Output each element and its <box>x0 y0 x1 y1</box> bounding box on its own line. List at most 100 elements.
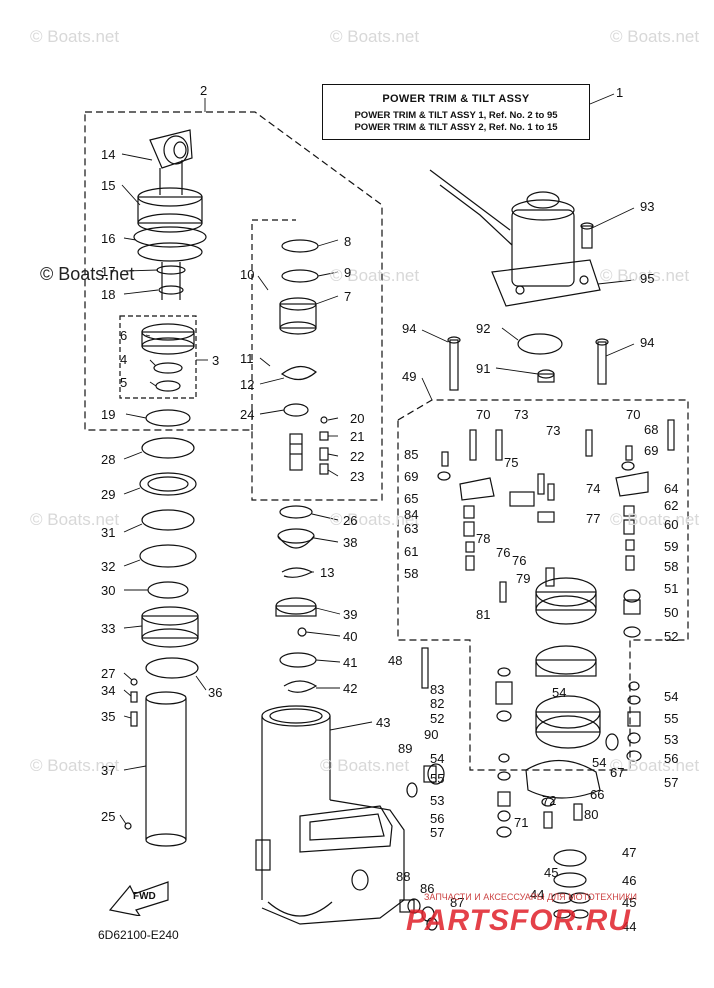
callout: 16 <box>101 231 116 246</box>
callout: 52 <box>664 629 679 644</box>
callout: 28 <box>101 452 116 467</box>
watermark: © Boats.net <box>330 266 420 285</box>
callout: 45 <box>622 895 637 910</box>
callout: 94 <box>640 335 655 350</box>
callout: 65 <box>404 491 419 506</box>
filter-91 <box>537 369 555 383</box>
watermark: © Boats.net <box>610 510 700 529</box>
callout: 14 <box>101 147 116 162</box>
callout: 31 <box>101 525 116 540</box>
callout: 50 <box>664 605 679 620</box>
callout: 13 <box>320 565 335 580</box>
callout: 25 <box>101 809 116 824</box>
callout: 89 <box>398 741 413 756</box>
callout: 36 <box>208 685 223 700</box>
callout: 80 <box>584 807 599 822</box>
pump-assembly-boundary-49 <box>397 399 689 771</box>
seal-47 <box>553 849 587 867</box>
o-ring-8 <box>281 239 319 253</box>
watermark-dark: © Boats.net <box>40 264 135 284</box>
callout: 27 <box>101 666 116 681</box>
callout: 63 <box>404 521 419 536</box>
fwd-label: FWD <box>133 891 156 902</box>
callout: 47 <box>622 845 637 860</box>
watermark: © Boats.net <box>610 27 700 46</box>
bolt-93 <box>580 222 594 249</box>
callout: 40 <box>343 629 358 644</box>
callout: 86 <box>420 881 435 896</box>
callout: 76 <box>512 553 527 568</box>
callout: 42 <box>343 681 358 696</box>
callout: 10 <box>240 267 255 282</box>
callout: 70 <box>626 407 641 422</box>
title-line-1: POWER TRIM & TILT ASSY 1, Ref. No. 2 to … <box>354 110 558 121</box>
callout: 26 <box>343 513 358 528</box>
callout: 54 <box>552 685 567 700</box>
o-ring-31 <box>141 509 195 531</box>
callout: 58 <box>664 559 679 574</box>
callout: 62 <box>664 498 679 513</box>
o-ring-19 <box>145 409 191 427</box>
watermark: © Boats.net <box>600 266 690 285</box>
callout: 43 <box>376 715 391 730</box>
callout: 54 <box>592 755 607 770</box>
o-ring-92 <box>517 333 563 355</box>
callout: 4 <box>120 352 128 367</box>
callout: 6 <box>120 328 128 343</box>
title-line-2: POWER TRIM & TILT ASSY 2, Ref. No. 1 to … <box>354 122 558 133</box>
callout: 45 <box>544 865 559 880</box>
assembly-boundary-2 <box>84 111 383 501</box>
callout: 70 <box>476 407 491 422</box>
cylinder-cap-33 <box>141 606 199 648</box>
callout: 2 <box>200 83 208 98</box>
bolt-94-right <box>595 338 609 385</box>
watermark: © Boats.net <box>330 27 420 46</box>
callout: 78 <box>476 531 491 546</box>
callout: 56 <box>430 811 445 826</box>
callout: 93 <box>640 199 655 214</box>
o-ring-32 <box>139 544 197 568</box>
gear-plate <box>535 645 597 677</box>
callout: 81 <box>476 607 491 622</box>
free-piston-37 <box>145 691 187 847</box>
pump-body-50 <box>535 577 597 625</box>
o-ring-26 <box>279 505 313 519</box>
title-box: POWER TRIM & TILT ASSY POWER TRIM & TILT… <box>322 84 590 140</box>
callout: 79 <box>516 571 531 586</box>
watermark: © Boats.net <box>30 27 120 46</box>
callout: 24 <box>240 407 255 422</box>
callout: 72 <box>542 793 557 808</box>
callout: 51 <box>664 581 679 596</box>
watermark: © Boats.net <box>320 756 410 775</box>
callout: 68 <box>644 422 659 437</box>
callout: 11 <box>240 351 254 366</box>
callout: 20 <box>350 411 365 426</box>
piston-39 <box>275 597 317 617</box>
callout: 7 <box>344 289 352 304</box>
valve-block-65 <box>459 477 495 501</box>
callout: 55 <box>430 771 445 786</box>
o-ring-9 <box>281 269 319 283</box>
valve-12 <box>280 365 317 381</box>
callout: 54 <box>664 689 679 704</box>
bolt-94-left <box>447 336 461 391</box>
o-ring-30 <box>147 581 189 599</box>
callout: 9 <box>344 265 352 280</box>
callout: 88 <box>396 869 411 884</box>
callout: 90 <box>424 727 439 742</box>
callout: 44 <box>530 887 545 902</box>
callout: 19 <box>101 407 116 422</box>
o-ring-89 <box>406 782 418 798</box>
callout: 91 <box>476 361 491 376</box>
piston-assembly-3 <box>141 323 195 392</box>
title-heading: POWER TRIM & TILT ASSY <box>382 93 530 105</box>
callout: 12 <box>240 377 255 392</box>
callout: 39 <box>343 607 358 622</box>
callout: 69 <box>644 443 659 458</box>
callout: 1 <box>616 85 624 100</box>
watermark: © Boats.net <box>330 510 420 529</box>
callout: 21 <box>350 429 365 444</box>
callout: 58 <box>404 566 419 581</box>
callout: 37 <box>101 763 116 778</box>
callout: 61 <box>404 544 419 559</box>
